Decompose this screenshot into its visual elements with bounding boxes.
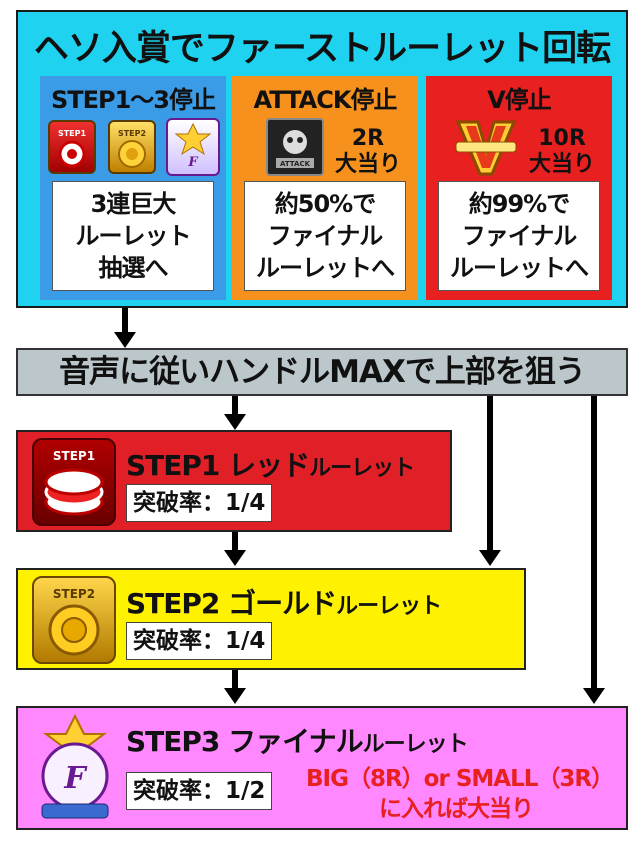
first-roulette-panel: ヘソ入賞でファーストルーレット回転 STEP1～3停止 STEP1 STEP2 …: [16, 10, 628, 308]
step-label: STEP3: [126, 725, 220, 758]
v-emblem-icon: [454, 116, 518, 178]
description-line: ルーレットへ: [256, 254, 395, 282]
flow-arrow-shaft: [232, 532, 238, 552]
flow-arrow-shaft: [232, 396, 238, 416]
column-heading: ATTACK停止: [253, 86, 398, 114]
jackpot-label: 大当り: [528, 152, 595, 177]
attack-emblem-icon: ATTACK: [266, 118, 324, 176]
column-heading: V停止: [487, 86, 552, 114]
flow-arrow-shaft: [232, 670, 238, 690]
description-line: ルーレットへ: [450, 254, 589, 282]
roulette-name: ファイナル: [228, 725, 363, 758]
step-stop-column: STEP1～3停止 STEP1 STEP2 F 3連巨大 ルーレット 抽選へ: [40, 76, 226, 300]
roulette-suffix: ルーレット: [309, 456, 415, 481]
step3-final-roulette-panel: F STEP3 ファイナルルーレット 突破率：1/2 BIG（8R）or SMA…: [16, 706, 628, 830]
flow-arrow-head: [583, 688, 605, 704]
jackpot-label: 大当り: [334, 152, 401, 177]
description-line: 約50%で: [274, 190, 376, 218]
note-line: に入れば大当り: [379, 796, 534, 822]
step1-roulette-badge-icon: STEP1: [48, 120, 96, 174]
flow-arrow-head: [224, 688, 246, 704]
column-description-box: 3連巨大 ルーレット 抽選へ: [52, 181, 214, 291]
svg-text:ATTACK: ATTACK: [280, 160, 311, 168]
roulette-suffix: ルーレット: [362, 732, 469, 757]
step2-roulette-badge-icon: STEP2: [32, 576, 116, 664]
description-line: 約99%で: [468, 190, 570, 218]
step-title: STEP3 ファイナルルーレット: [126, 720, 469, 760]
jackpot-condition-note: BIG（8R）or SMALL（3R） に入れば大当り: [306, 764, 614, 824]
column-description-box: 約99%で ファイナル ルーレットへ: [438, 181, 600, 291]
description-line: ファイナル: [267, 222, 384, 250]
column-description-box: 約50%で ファイナル ルーレットへ: [244, 181, 406, 291]
step-label: STEP2: [126, 587, 220, 620]
final-roulette-badge-icon: F: [166, 118, 220, 176]
break-rate-box: 突破率：1/2: [126, 772, 273, 810]
flow-arrow-head: [224, 550, 246, 566]
roulette-name: レッド: [228, 449, 310, 482]
round-label: 2R 大当り: [328, 126, 408, 178]
flow-arrow-shaft: [591, 396, 597, 690]
round-count: 10R: [538, 126, 586, 151]
svg-text:STEP1: STEP1: [58, 129, 87, 138]
break-rate-box: 突破率：1/4: [126, 622, 273, 660]
svg-text:F: F: [63, 761, 88, 796]
step-label: STEP1: [126, 449, 220, 482]
flow-arrow-head: [479, 550, 501, 566]
description-line: 抽選へ: [98, 254, 169, 282]
final-roulette-badge-icon: F: [28, 713, 122, 824]
v-stop-column: V停止 10R 大当り 約99%で ファイナル ルーレットへ: [426, 76, 612, 300]
description-line: 3連巨大: [90, 190, 177, 218]
round-count: 2R: [351, 126, 385, 151]
roulette-suffix: ルーレット: [336, 594, 442, 619]
svg-text:STEP2: STEP2: [53, 587, 95, 601]
description-line: ファイナル: [461, 222, 578, 250]
column-heading: STEP1～3停止: [50, 86, 216, 114]
step1-roulette-badge-icon: STEP1: [32, 438, 116, 526]
flow-arrow-shaft: [122, 308, 128, 334]
attack-stop-column: ATTACK停止 ATTACK 2R 大当り 約50%で ファイナル ルーレット…: [232, 76, 418, 300]
flow-arrow-head: [114, 332, 136, 348]
flow-arrow-shaft: [487, 396, 493, 552]
description-line: ルーレット: [75, 222, 192, 250]
step2-gold-roulette-panel: STEP2 STEP2 ゴールドルーレット 突破率：1/4: [16, 568, 526, 670]
roulette-name: ゴールド: [228, 587, 337, 620]
step1-red-roulette-panel: STEP1 STEP1 レッドルーレット 突破率：1/4: [16, 430, 452, 532]
svg-text:STEP2: STEP2: [118, 129, 146, 138]
step-title: STEP1 レッドルーレット: [126, 444, 415, 484]
note-line: BIG（8R）or SMALL（3R）: [306, 766, 614, 792]
flow-arrow-head: [224, 414, 246, 430]
round-label: 10R 大当り: [522, 126, 602, 178]
handle-instruction-bar: 音声に従いハンドルMAXで上部を狙う: [16, 348, 628, 396]
step-title: STEP2 ゴールドルーレット: [126, 582, 442, 622]
svg-text:STEP1: STEP1: [53, 449, 95, 463]
svg-text:F: F: [187, 155, 198, 170]
step2-roulette-badge-icon: STEP2: [108, 120, 156, 174]
panel-title: ヘソ入賞でファーストルーレット回転: [33, 29, 611, 69]
break-rate-box: 突破率：1/4: [126, 484, 273, 522]
